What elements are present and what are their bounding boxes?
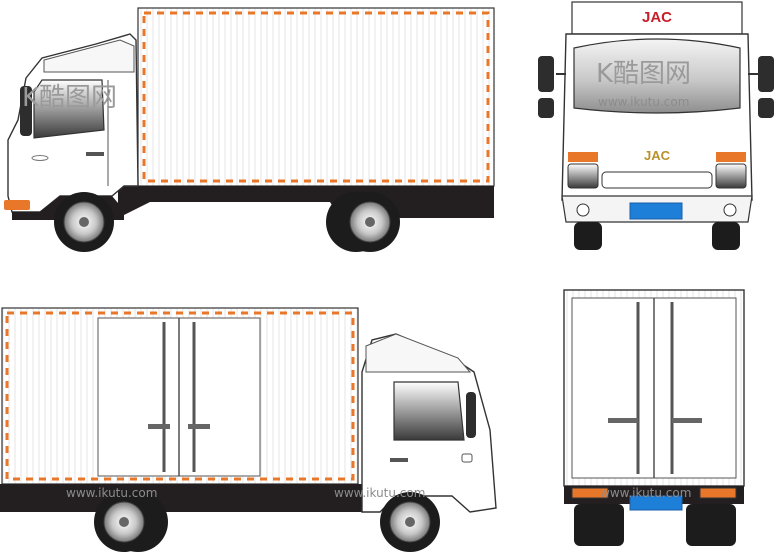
watermark-url-3: www.ikutu.com [334, 486, 425, 500]
mirror-right [758, 56, 774, 92]
door-handle [86, 152, 104, 156]
tail-lamp-left [571, 487, 609, 499]
rear-view: www.ikutu.com [563, 289, 745, 546]
headlamp-left-amber [568, 152, 598, 162]
watermark-url-2: www.ikutu.com [66, 486, 157, 500]
side-mirror-2 [466, 392, 476, 438]
rear-wheel-2 [94, 492, 168, 552]
rear-wheel [326, 192, 400, 252]
mirror-right-lower [758, 98, 774, 118]
watermark-url-4: www.ikutu.com [600, 486, 691, 500]
cargo-box [137, 7, 495, 187]
rear-handle-right [672, 418, 702, 423]
fog-lamp-right [723, 203, 737, 217]
cab-roof [571, 1, 743, 35]
rear-handle-left [608, 418, 638, 423]
side-window [33, 79, 105, 139]
mirror-left [538, 56, 554, 92]
tail-lamp-right [699, 487, 737, 499]
door-handle-2 [390, 458, 408, 462]
headlamp-right [715, 163, 747, 189]
front-tire-right [712, 222, 740, 250]
fog-lamp-left [576, 203, 590, 217]
cab-roof-spoiler-2 [365, 333, 472, 373]
watermark-logo-1: K酷图网 [22, 83, 117, 113]
rear-chassis [564, 486, 744, 504]
headlamp-left [567, 163, 599, 189]
watermark-logo-2: K酷图网 [596, 59, 691, 89]
cab-roof-spoiler [43, 39, 135, 73]
license-plate-front [629, 202, 683, 220]
grille-bar [601, 171, 713, 189]
cargo-box-trim-2 [5, 311, 355, 481]
rear-tires-left [574, 504, 624, 546]
side-view-left: K酷图网 [4, 7, 495, 252]
cab-marker-lamp [461, 453, 473, 463]
brand-top-text: JAC [642, 9, 672, 26]
corner-lamp [4, 200, 30, 210]
front-view: JAC JAC K酷图网 www.ikutu.com [538, 1, 774, 250]
cargo-box-trim [142, 11, 490, 183]
license-plate-rear [629, 495, 683, 511]
door-handle-right [188, 424, 210, 429]
front-wheel-2 [380, 492, 440, 552]
side-window-2 [393, 381, 465, 441]
headlamp-right-amber [716, 152, 746, 162]
cab-emblem [31, 155, 49, 161]
chassis-2 [0, 484, 380, 512]
front-tire-left [574, 222, 602, 250]
rear-tires-right [686, 504, 736, 546]
side-view-right: www.ikutu.com www.ikutu.com [0, 307, 497, 552]
chassis [118, 186, 494, 218]
side-mirror [20, 86, 32, 136]
watermark-url-1: www.ikutu.com [598, 95, 689, 109]
brand-grille-text: JAC [644, 148, 671, 163]
front-wheel [54, 192, 114, 252]
windshield [573, 38, 741, 114]
mirror-left-lower [538, 98, 554, 118]
door-handle-left [148, 424, 170, 429]
